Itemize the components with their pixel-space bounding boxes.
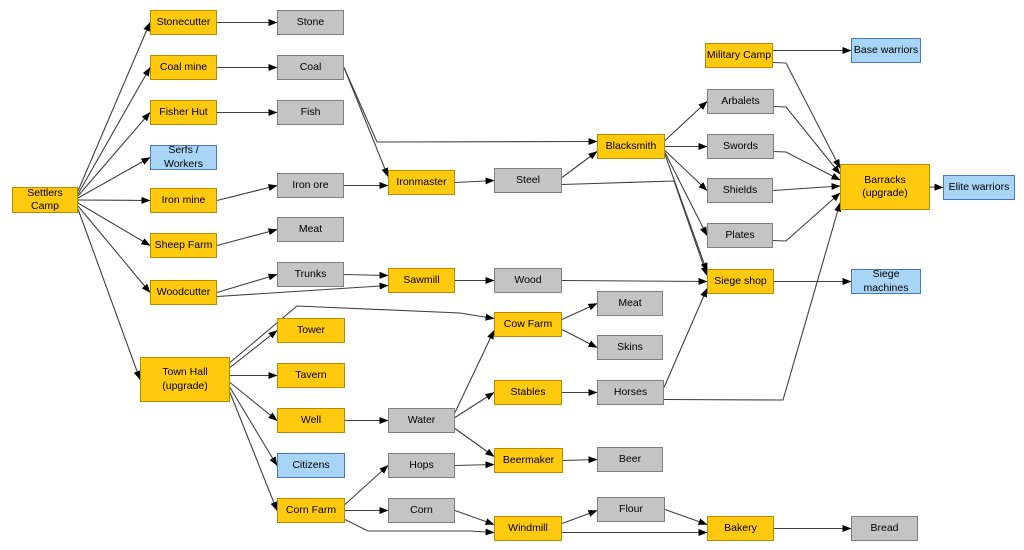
edge-settlers-camp-to-town-hall — [77, 208, 141, 380]
edge-water-to-beermaker — [454, 428, 495, 457]
node-bread: Bread — [851, 516, 918, 541]
node-hops: Hops — [388, 453, 455, 478]
edge-windmill-to-flour — [561, 509, 598, 525]
edge-settlers-camp-to-serfs — [77, 157, 151, 199]
edge-plates-to-barracks — [772, 192, 841, 242]
edge-blacksmith-to-arbalets — [664, 101, 708, 141]
node-windmill: Windmill — [494, 516, 562, 541]
edge-settlers-camp-to-stonecutter — [77, 22, 151, 192]
edge-trunks-to-sawmill — [343, 271, 389, 279]
edge-hops-to-beermaker — [454, 461, 495, 469]
node-skins: Skins — [597, 335, 663, 360]
node-coal-mine: Coal mine — [150, 55, 217, 80]
edge-beermaker-to-beer — [562, 456, 598, 464]
edge-town-hall-to-corn-farm — [229, 392, 278, 511]
edge-water-to-stables — [454, 392, 495, 418]
edge-corn-to-windmill — [454, 509, 495, 526]
node-fisher-hut: Fisher Hut — [150, 100, 217, 125]
node-meat-sheep: Meat — [277, 217, 344, 242]
node-stonecutter: Stonecutter — [150, 10, 217, 35]
node-blacksmith: Blacksmith — [597, 134, 665, 159]
node-shields: Shields — [707, 178, 773, 203]
node-water: Water — [388, 408, 455, 433]
node-base-warriors: Base warriors — [851, 38, 921, 63]
node-stables: Stables — [494, 380, 562, 405]
edge-settlers-camp-to-woodcutter — [77, 205, 151, 293]
edge-swords-to-barracks — [773, 150, 841, 181]
edge-horses-to-siege-shop — [663, 288, 708, 388]
node-trunks: Trunks — [277, 262, 344, 287]
node-horses: Horses — [597, 380, 664, 405]
edge-town-hall-to-well — [229, 382, 278, 421]
edge-steel-to-blacksmith — [561, 151, 598, 178]
node-serfs: Serfs / Workers — [150, 145, 217, 170]
node-bakery: Bakery — [707, 516, 774, 541]
node-tower: Tower — [277, 318, 345, 343]
edge-steel-to-siege-shop — [561, 180, 708, 276]
edge-iron-mine-to-iron-ore — [216, 184, 278, 202]
edge-coal-to-ironmaster — [343, 67, 389, 177]
node-tavern: Tavern — [277, 363, 345, 388]
edge-sheep-farm-to-meat-sheep — [216, 228, 278, 247]
node-steel: Steel — [494, 168, 562, 193]
edge-settlers-camp-to-iron-mine — [77, 196, 151, 204]
node-beer: Beer — [597, 447, 663, 472]
node-wood: Wood — [494, 268, 562, 293]
edge-corn-farm-to-hops — [344, 465, 389, 505]
node-sawmill: Sawmill — [388, 268, 455, 293]
edge-corn-farm-to-windmill — [344, 519, 495, 536]
edge-blacksmith-to-shields — [664, 150, 708, 191]
node-corn-farm: Corn Farm — [277, 498, 345, 523]
node-citizens: Citizens — [277, 453, 345, 478]
node-cow-farm: Cow Farm — [494, 312, 562, 337]
node-arbalets: Arbalets — [707, 89, 774, 114]
node-sheep-farm: Sheep Farm — [150, 233, 217, 258]
edge-blacksmith-to-siege-shop — [664, 154, 708, 272]
node-settlers-camp: Settlers Camp — [12, 187, 78, 213]
edge-flour-to-bakery — [664, 508, 708, 526]
edge-coal-to-blacksmith — [343, 67, 598, 146]
edge-barracks-to-elite-warriors — [929, 183, 944, 191]
edge-shields-to-barracks — [772, 183, 841, 192]
node-fish: Fish — [277, 100, 344, 125]
node-town-hall: Town Hall (upgrade) — [140, 357, 230, 402]
node-iron-ore: Iron ore — [277, 173, 344, 198]
edge-woodcutter-to-trunks — [216, 273, 278, 294]
edge-settlers-camp-to-coal-mine — [77, 67, 151, 195]
node-swords: Swords — [707, 134, 774, 159]
edge-settlers-camp-to-fisher-hut — [77, 112, 151, 197]
node-ironmaster: Ironmaster — [388, 170, 455, 195]
node-corn: Corn — [388, 498, 455, 523]
node-military-camp: Military Camp — [705, 43, 773, 68]
node-elite-warriors: Elite warriors — [943, 175, 1015, 200]
node-barracks: Barracks (upgrade) — [840, 164, 930, 210]
node-coal: Coal — [277, 55, 344, 80]
node-well: Well — [277, 408, 345, 433]
edge-cow-farm-to-meat-cow — [561, 302, 598, 321]
edge-town-hall-to-citizens — [229, 387, 278, 466]
node-siege-machines: Siege machines — [851, 269, 921, 294]
node-meat-cow: Meat — [597, 291, 663, 316]
edge-wood-to-siege-shop — [561, 277, 708, 285]
node-siege-shop: Siege shop — [707, 269, 774, 294]
edge-water-to-cow-farm — [454, 330, 495, 413]
edge-town-hall-to-cow-farm — [229, 305, 495, 363]
edge-settlers-camp-to-sheep-farm — [77, 202, 151, 246]
edge-town-hall-to-tower — [229, 330, 278, 368]
edge-woodcutter-to-sawmill — [216, 282, 389, 298]
edge-cow-farm-to-skins — [561, 329, 598, 348]
node-beermaker: Beermaker — [494, 448, 563, 473]
node-flour: Flour — [597, 497, 665, 522]
edge-horses-to-barracks — [663, 202, 841, 401]
edge-ironmaster-to-steel — [454, 177, 495, 185]
edge-blacksmith-to-plates — [664, 152, 708, 236]
node-woodcutter: Woodcutter — [150, 280, 217, 305]
node-plates: Plates — [707, 223, 773, 248]
node-stone: Stone — [277, 10, 344, 35]
edge-military-camp-to-barracks — [772, 61, 841, 169]
node-iron-mine: Iron mine — [150, 188, 217, 213]
edge-arbalets-to-barracks — [773, 105, 841, 175]
